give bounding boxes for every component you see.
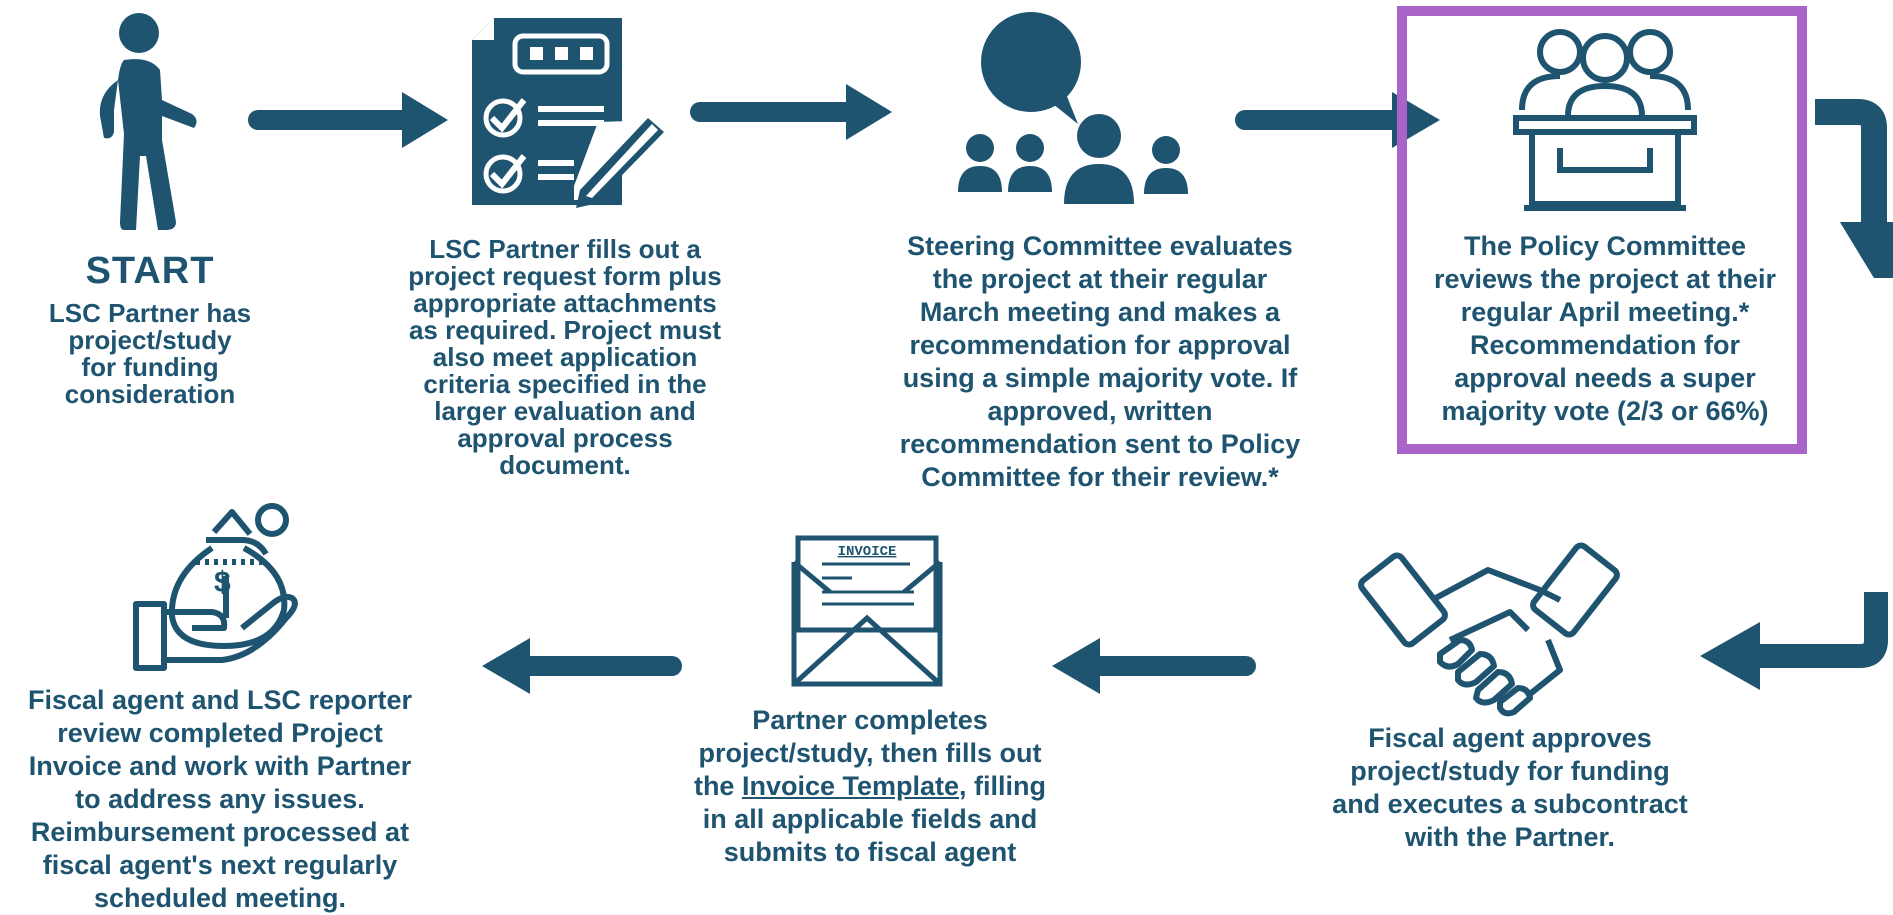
- invoice-envelope-icon: [791, 535, 943, 687]
- step-invoice-text: Partner completes project/study, then fi…: [650, 704, 1090, 869]
- arrow-invoice-to-reimburse: [482, 638, 682, 694]
- committee-podium-icon: [1513, 29, 1697, 211]
- arrow-into-handshake: [1700, 592, 1888, 690]
- step-fiscal-approve-text: Fiscal agent approves project/study for …: [1332, 723, 1688, 852]
- step-reimburse-text: Fiscal agent and LSC reporter review com…: [27, 685, 413, 913]
- group-discussion-icon: [958, 12, 1188, 204]
- arrow-form-to-steering: [690, 84, 892, 140]
- invoice-text-after: , filling in all applicable fields and s…: [702, 771, 1047, 867]
- step-start-text: LSC Partner has project/study for fundin…: [48, 298, 252, 409]
- step-request-form-text: LSC Partner fills out a project request …: [408, 234, 722, 480]
- money-bag-hand-icon: $: [133, 503, 298, 671]
- invoice-template-link[interactable]: Invoice Template: [741, 771, 960, 801]
- start-heading: START: [85, 250, 215, 292]
- arrow-start-to-form: [248, 92, 448, 148]
- handshake-icon: [1358, 542, 1620, 717]
- step-steering-text: Steering Committee evaluates the project…: [899, 231, 1301, 492]
- arrow-handshake-to-invoice: [1052, 638, 1256, 694]
- walking-person-icon: [99, 13, 197, 230]
- arrow-policy-down: [1815, 99, 1893, 278]
- policy-step-highlight: [1397, 6, 1807, 454]
- checklist-form-icon: [472, 18, 664, 208]
- invoice-icon-label: INVOICE: [838, 544, 897, 560]
- step-policy-text: The Policy Committee reviews the project…: [1433, 231, 1777, 426]
- invoice-text-before: Partner completes project/study, then fi…: [693, 705, 1042, 801]
